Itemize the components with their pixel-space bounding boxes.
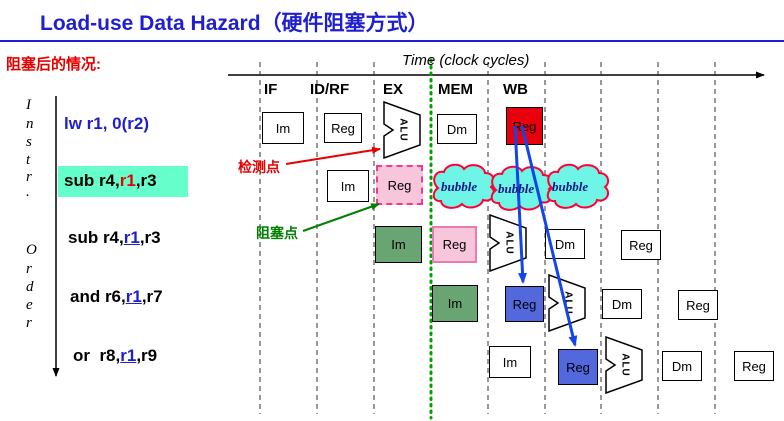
instruction-text: lw r1, 0(r2)	[64, 114, 150, 133]
row4-im-box: Im	[432, 285, 478, 322]
instr-letter: .	[26, 184, 30, 200]
reg-label: Reg	[566, 359, 590, 375]
reg-label: Reg	[331, 120, 355, 136]
title-underline	[0, 40, 784, 42]
alu-shape	[383, 101, 421, 159]
row1-reg-writeback-box: Reg	[506, 107, 543, 145]
instruction-text: ,r3	[135, 171, 157, 190]
im-label: Im	[447, 296, 463, 311]
order-letter: r	[26, 261, 32, 277]
bubble-text: bubble	[441, 179, 478, 194]
stage-label-idrf: ID/RF	[310, 81, 350, 98]
reg-label: Reg	[512, 118, 537, 134]
reg-label: Reg	[442, 237, 467, 252]
instruction-sub: sub r4,r1,r3	[68, 228, 161, 248]
instruction-text: sub r4,	[64, 171, 120, 190]
order-letter: O	[26, 242, 37, 258]
page-title: Load-use Data Hazard（硬件阻塞方式）	[40, 7, 429, 37]
reg-label: Reg	[742, 358, 766, 374]
stage-label-ex: EX	[383, 81, 404, 98]
instruction-text: ,r3	[139, 228, 161, 247]
row1-alu: ALU	[383, 101, 423, 159]
dm-label: Dm	[554, 236, 576, 252]
dm-label: Dm	[611, 296, 633, 312]
detect-point-label: 检测点	[238, 159, 280, 175]
im-label: Im	[275, 120, 291, 136]
reg-label: Reg	[629, 237, 653, 253]
row2-im-box: Im	[327, 170, 369, 202]
row3-reg-stall-box: Reg	[432, 226, 477, 263]
reg-label: Reg	[387, 177, 412, 193]
dm-label: Dm	[446, 121, 468, 137]
detect-point-arrow	[285, 146, 381, 165]
bubble-text: bubble	[498, 181, 535, 196]
reg-label: Reg	[686, 297, 710, 313]
stage-label-wb: WB	[503, 81, 528, 98]
instruction-text: ,r7	[141, 287, 163, 306]
stall-point-label: 阻塞点	[256, 225, 298, 241]
hazard-register: r1	[123, 228, 140, 247]
alu-shape	[605, 336, 643, 394]
time-axis-label: Time (clock cycles)	[402, 52, 530, 69]
row5-im-box: Im	[489, 346, 531, 378]
instruction-text: sub r4,	[68, 228, 124, 247]
reg-label: Reg	[512, 296, 537, 312]
dm-label: Dm	[671, 358, 693, 374]
instruction-text: and r6,	[70, 287, 126, 306]
row4-reg-box: Reg	[505, 286, 544, 322]
order-letter: r	[26, 315, 32, 331]
instruction-text: ,r9	[136, 346, 158, 365]
row5-reg-box: Reg	[558, 349, 598, 385]
alu-label: ALU	[619, 353, 631, 377]
bubble-text: bubble	[552, 179, 589, 194]
instr-letter: s	[26, 134, 32, 150]
row1-dm-box: Dm	[437, 114, 477, 144]
instruction-lw: lw r1, 0(r2)	[64, 114, 149, 134]
after-stall-caption: 阻塞后的情况:	[6, 56, 101, 73]
title-chinese: （硬件阻塞方式）	[260, 12, 429, 35]
row2-reg-stall-box: Reg	[376, 165, 423, 205]
row5-alu: ALU	[605, 336, 645, 394]
row1-reg-box: Reg	[324, 113, 362, 143]
order-letter: d	[26, 279, 34, 295]
stage-label-mem: MEM	[438, 81, 473, 98]
alu-label: ALU	[397, 118, 409, 142]
alu-label: ALU	[562, 291, 574, 315]
im-label: Im	[502, 354, 518, 370]
row4-alu: ALU	[548, 274, 588, 332]
instr-letter: r	[26, 169, 32, 185]
instr-letter: t	[26, 152, 31, 168]
im-label: Im	[391, 237, 406, 252]
hazard-register: r1	[125, 287, 142, 306]
stage-label-if: IF	[264, 81, 278, 98]
row3-alu: ALU	[489, 214, 529, 272]
instruction-sub-stalled: sub r4,r1,r3	[64, 171, 157, 191]
order-letter: e	[26, 297, 33, 313]
im-label: Im	[340, 178, 356, 194]
title-english: Load-use Data Hazard	[40, 12, 261, 35]
row4-reg-writeback-box: Reg	[678, 290, 718, 320]
stall-point-arrow	[302, 203, 380, 232]
row5-reg-writeback-box: Reg	[734, 351, 774, 381]
hazard-register: r1	[119, 171, 136, 190]
instr-letter: I	[26, 97, 31, 113]
row3-reg-writeback-box: Reg	[621, 230, 661, 260]
row1-im-box: Im	[262, 112, 304, 144]
instruction-or: or r8,r1,r9	[73, 346, 157, 366]
instruction-and: and r6,r1,r7	[70, 287, 163, 307]
alu-label: ALU	[503, 231, 515, 255]
instr-letter: n	[26, 116, 34, 132]
instruction-text: or r8,	[73, 346, 121, 365]
row4-dm-box: Dm	[602, 289, 642, 319]
row3-im-box: Im	[375, 226, 422, 263]
stalled-instruction-highlight	[58, 166, 188, 197]
row3-dm-box: Dm	[545, 229, 585, 259]
hazard-register: r1	[120, 346, 137, 365]
row5-dm-box: Dm	[662, 351, 702, 381]
